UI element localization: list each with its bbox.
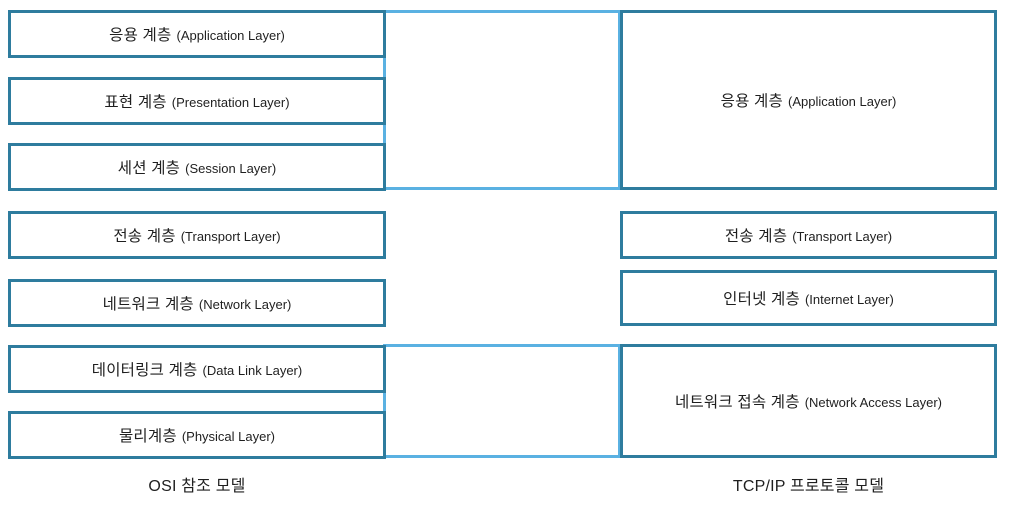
- osi-layer-network-label-ko: 네트워크 계층: [102, 296, 194, 313]
- tcpip-layer-internet-label-ko: 인터넷 계층: [723, 291, 800, 308]
- osi-layer-presentation: 표현 계층 (Presentation Layer): [8, 77, 386, 125]
- osi-layer-physical: 물리계층 (Physical Layer): [8, 411, 386, 459]
- osi-layer-transport-label-ko: 전송 계층: [113, 228, 176, 245]
- tcpip-layer-internet: 인터넷 계층 (Internet Layer): [620, 270, 997, 326]
- tcpip-layer-application-label-en: (Application Layer): [787, 94, 897, 109]
- osi-layer-datalink: 데이터링크 계층 (Data Link Layer): [8, 345, 386, 393]
- tcpip-layer-transport-label-ko: 전송 계층: [724, 228, 788, 245]
- osi-layer-application-label-ko: 응용 계층: [109, 27, 172, 44]
- osi-layer-network-label-en: (Network Layer): [198, 297, 292, 312]
- tcpip-layer-network-access-label-ko: 네트워크 접속 계층: [675, 394, 800, 411]
- tcpip-layer-network-access-label-en: (Network Access Layer): [804, 395, 942, 410]
- osi-layer-presentation-label-en: (Presentation Layer): [171, 95, 290, 110]
- osi-layer-session-label-en: (Session Layer): [185, 161, 277, 176]
- connector-lower-layers-to-network-access: [383, 344, 621, 458]
- tcpip-layer-application: 응용 계층 (Application Layer): [620, 10, 997, 190]
- tcpip-model-caption: TCP/IP 프로토콜 모델: [732, 478, 885, 495]
- osi-layer-presentation-label-ko: 표현 계층: [104, 94, 167, 111]
- osi-layer-transport-label-en: (Transport Layer): [180, 229, 281, 244]
- osi-layer-datalink-label-en: (Data Link Layer): [202, 363, 303, 378]
- osi-layer-network: 네트워크 계층 (Network Layer): [8, 279, 386, 327]
- osi-model-caption: OSI 참조 모델: [148, 478, 246, 495]
- osi-layer-physical-label-en: (Physical Layer): [181, 429, 276, 444]
- osi-layer-application-label-en: (Application Layer): [176, 28, 285, 43]
- osi-layer-transport: 전송 계층 (Transport Layer): [8, 211, 386, 259]
- tcpip-layer-internet-label-en: (Internet Layer): [804, 292, 894, 307]
- tcpip-layer-application-label-ko: 응용 계층: [720, 93, 783, 110]
- osi-layer-physical-label-ko: 물리계층: [118, 428, 177, 445]
- osi-layer-session-label-ko: 세션 계층: [117, 160, 181, 177]
- osi-layer-application: 응용 계층 (Application Layer): [8, 10, 386, 58]
- osi-layer-datalink-label-ko: 데이터링크 계층: [91, 362, 198, 379]
- connector-upper-layers-to-application: [383, 10, 621, 190]
- tcpip-layer-transport-label-en: (Transport Layer): [792, 229, 893, 244]
- osi-layer-session: 세션 계층 (Session Layer): [8, 143, 386, 191]
- tcpip-layer-network-access: 네트워크 접속 계층 (Network Access Layer): [620, 344, 997, 458]
- tcpip-layer-transport: 전송 계층 (Transport Layer): [620, 211, 997, 259]
